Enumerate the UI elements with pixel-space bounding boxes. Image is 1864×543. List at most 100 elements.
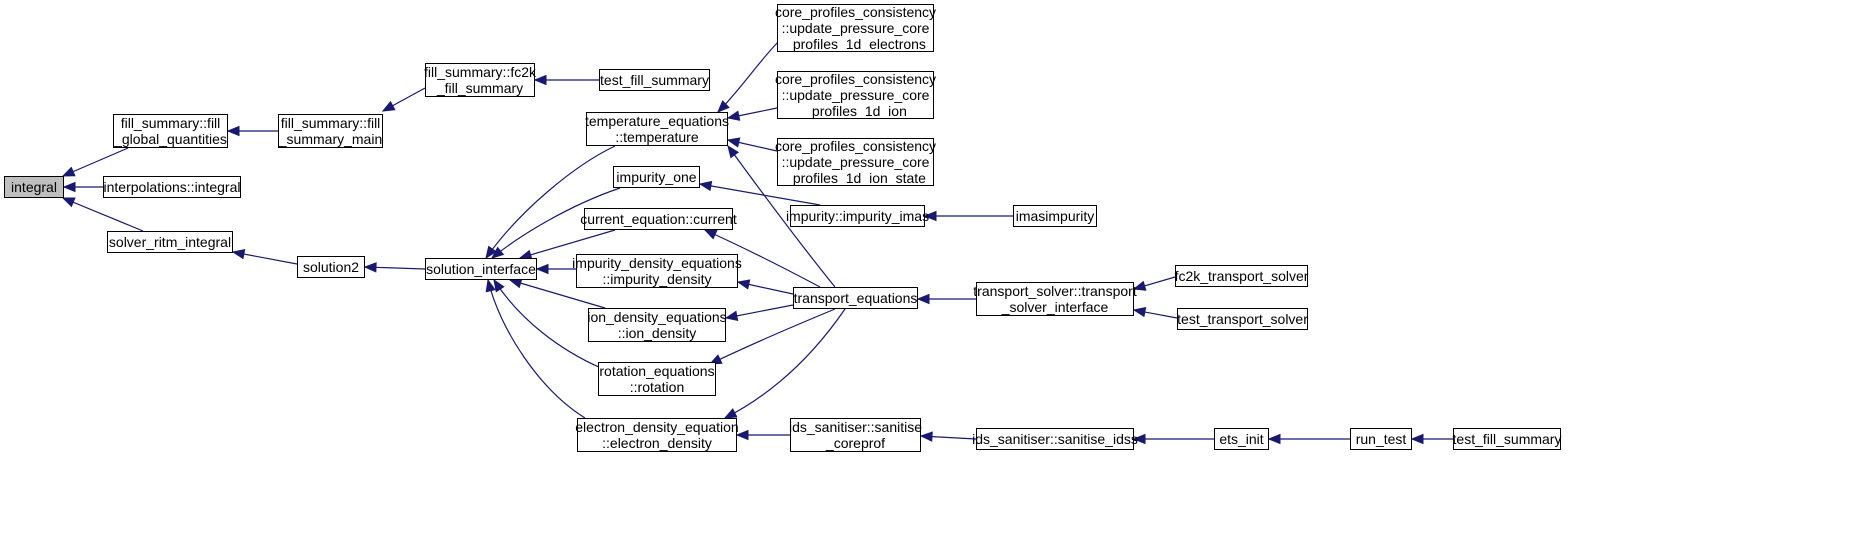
e-iondens-solint-line [509, 279, 606, 309]
e-solverritm-integral-line [62, 197, 144, 232]
e-idss-idscore-arrowhead [919, 431, 933, 442]
node-label-temp-eq-2: ::temperature [615, 129, 699, 145]
node-ids-sanitise-idss[interactable]: ids_sanitiser::sanitise_idss [972, 428, 1138, 450]
node-ids-sanitise-coreprof[interactable]: ids_sanitiser::sanitise_coreprof [789, 418, 922, 452]
e-imasimp-impimas-arrowhead [923, 210, 937, 222]
node-ion-density-equations[interactable]: ion_density_equations::ion_density [587, 308, 727, 342]
e-testfill-fc2k [533, 74, 599, 86]
e-testfillb-runtest-arrowhead [1410, 433, 1424, 445]
e-transport-electron-line [724, 308, 846, 419]
e-transport-temp [727, 144, 836, 288]
e-testts-tsi [1132, 306, 1178, 319]
e-testfillb-runtest [1410, 433, 1453, 445]
node-label-ets-init: ets_init [1219, 431, 1264, 447]
e-transport-impdens [736, 279, 794, 295]
e-iondens-solint-arrowhead [508, 278, 523, 289]
e-rotation-solint-line [493, 279, 602, 369]
e-transport-current-arrowhead [703, 229, 718, 240]
e-idss-idscore [919, 431, 977, 442]
e-idscore-electron-arrowhead [735, 429, 749, 441]
e-transport-electron [723, 308, 846, 419]
node-imasimpurity[interactable]: imasimpurity [1013, 205, 1097, 227]
node-label-rotation-2: ::rotation [629, 379, 685, 395]
node-label-ion-density-2: ::ion_density [617, 325, 697, 341]
e-fillglobal-integral-arrowhead [61, 166, 76, 177]
node-electron-density-equation[interactable]: electron_density_equation::electron_dens… [575, 418, 739, 452]
node-label-solver-ritm: solver_ritm_integral [108, 234, 232, 250]
e-solverritm-integral-arrowhead [61, 197, 76, 208]
e-impone-solint-line [491, 187, 621, 259]
node-impurity-density-equations[interactable]: impurity_density_equations::impurity_den… [572, 254, 742, 288]
node-label-ids-sanitise-idss: ids_sanitiser::sanitise_idss [972, 431, 1138, 447]
node-cpc-electrons[interactable]: core_profiles_consistency::update_pressu… [775, 4, 936, 52]
node-label-test-fill-summary-b: test_fill_summary [1452, 431, 1562, 447]
e-runtest-etsinit-arrowhead [1267, 433, 1281, 445]
e-impone-solint-arrowhead [490, 246, 505, 259]
node-label-solution2: solution2 [302, 259, 360, 275]
node-test-fill-summary-a[interactable]: test_fill_summary [599, 69, 710, 91]
node-fill-summary-main[interactable]: fill_summary::fill_summary_main [278, 114, 383, 148]
node-solution-interface[interactable]: solution_interface [425, 258, 537, 280]
e-fillmain-fillglobal [226, 125, 278, 137]
node-fill-global-quantities[interactable]: fill_summary::fill_global_quantities [113, 114, 228, 148]
e-impdens-solint-arrowhead [535, 263, 549, 275]
node-label-impurity-density-1: impurity_density_equations [572, 255, 742, 271]
node-label-fill-main-2: _summary_main [278, 131, 383, 147]
node-solution2[interactable]: solution2 [297, 256, 365, 278]
e-fillmain-fillglobal-arrowhead [226, 125, 240, 137]
node-temperature-equations[interactable]: temperature_equations::temperature [585, 112, 729, 146]
node-rotation-equations[interactable]: rotation_equations::rotation [598, 362, 716, 396]
node-fc2k-fill-summary[interactable]: fill_summary::fc2k_fill_summary [424, 63, 536, 97]
node-label-temp-eq-1: temperature_equations [585, 113, 729, 129]
e-interp-integral-arrowhead [62, 181, 76, 193]
e-electron-solint [485, 278, 586, 419]
node-label-integral-1: integral [11, 179, 57, 195]
e-solverritm-integral [61, 197, 144, 232]
e-transport-current-line [704, 229, 821, 288]
node-interpolations-integral[interactable]: interpolations::integral [103, 176, 241, 198]
e-impdens-solint [535, 263, 576, 275]
e-fc2kts-tsi-arrowhead [1132, 280, 1147, 291]
e-solint-solution2 [363, 262, 426, 273]
e-electron-solint-line [487, 279, 586, 419]
node-label-rotation-1: rotation_equations [599, 363, 715, 379]
node-label-fill-main-1: fill_summary::fill [280, 115, 381, 131]
node-label-fill-global-1: fill_summary::fill [120, 115, 221, 131]
node-impurity-one[interactable]: impurity_one [613, 166, 700, 188]
node-label-imasimpurity: imasimpurity [1015, 208, 1095, 224]
node-ets-init[interactable]: ets_init [1214, 428, 1269, 450]
e-rotation-solint [493, 278, 602, 369]
node-test-fill-summary-b[interactable]: test_fill_summary [1453, 428, 1561, 450]
e-impimas-impone-line [699, 183, 821, 206]
node-run-test[interactable]: run_test [1350, 428, 1412, 450]
e-interp-integral [62, 181, 103, 193]
node-transport-solver-interface[interactable]: transport_solver::transport_solver_inter… [973, 282, 1137, 316]
node-impurity-imas[interactable]: impurity::impurity_imas [786, 205, 929, 227]
node-label-cpc-ion-state-2: ::update_pressure_core [781, 154, 930, 170]
e-current-solint-line [519, 229, 616, 259]
e-fillglobal-integral-line [62, 147, 129, 177]
node-test-transport-solver[interactable]: test_transport_solver [1177, 308, 1308, 330]
e-transport-iondens [724, 304, 794, 321]
e-testfill-fc2k-arrowhead [533, 74, 547, 86]
node-cpc-ion[interactable]: core_profiles_consistency::update_pressu… [775, 71, 936, 119]
e-transport-electron-arrowhead [723, 408, 738, 419]
node-label-fc2k-transport: fc2k_transport_solver [1174, 268, 1309, 284]
node-current-equation[interactable]: current_equation::current [580, 208, 737, 230]
node-label-cpc-electrons-2: ::update_pressure_core [781, 20, 930, 36]
e-impimas-impone [698, 180, 821, 206]
node-cpc-ion-state[interactable]: core_profiles_consistency::update_pressu… [775, 138, 936, 186]
node-label-transport-solver-2: _solver_interface [1001, 299, 1109, 315]
e-cpcstate-temp-arrowhead [726, 137, 741, 148]
node-label-cpc-ion-3: _profiles_1d_ion [804, 103, 907, 119]
node-transport-equations[interactable]: transport_equations [793, 287, 918, 309]
e-cpcion-temp [726, 107, 778, 121]
node-fc2k-transport-solver[interactable]: fc2k_transport_solver [1175, 265, 1308, 287]
node-solver-ritm-integral[interactable]: solver_ritm_integral [107, 231, 233, 253]
e-temp-solint-arrowhead [485, 245, 497, 260]
node-label-transport-solver-1: transport_solver::transport [973, 283, 1137, 299]
e-impone-solint [490, 187, 621, 259]
node-label-run-test: run_test [1355, 431, 1407, 447]
